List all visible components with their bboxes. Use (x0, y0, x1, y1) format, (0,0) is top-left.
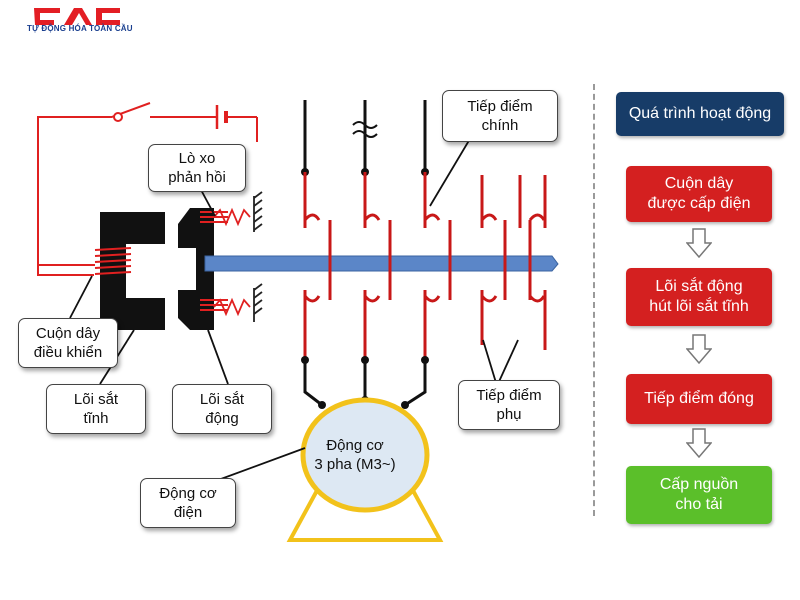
process-step-3: Tiếp điểm đóng (626, 374, 772, 424)
motor (286, 397, 444, 542)
callout-main-contacts: Tiếp điểm chính (442, 90, 558, 142)
arrow-down-icon (686, 428, 712, 458)
arrow-down-icon (686, 228, 712, 258)
process-step-1: Cuộn dây được cấp điện (626, 166, 772, 222)
callout-moving-core: Lõi sắt động (172, 384, 272, 434)
process-step-2: Lõi sắt động hút lõi sắt tĩnh (626, 268, 772, 326)
coil-windings (94, 247, 132, 275)
control-circuit (37, 102, 258, 276)
actuator-bar (204, 255, 559, 272)
process-title: Quá trình hoạt động (616, 92, 784, 136)
return-spring (213, 191, 263, 322)
gac-logo (34, 8, 120, 25)
callout-coil: Cuộn dây điều khiển (18, 318, 118, 368)
callout-aux-contacts: Tiếp điểm phụ (458, 380, 560, 430)
motor-label: Động cơ 3 pha (M3~) (314, 437, 396, 473)
callout-motor: Động cơ điện (140, 478, 236, 528)
fixed-core (100, 212, 165, 330)
main-contacts (301, 100, 452, 409)
logo-tagline: TỰ ĐỘNG HÓA TOÀN CẦU (27, 24, 133, 33)
process-step-4: Cấp nguồn cho tải (626, 466, 772, 524)
callout-spring: Lò xo phản hồi (148, 144, 246, 192)
section-divider (593, 84, 595, 516)
aux-contacts (480, 175, 547, 350)
arrow-down-icon (686, 334, 712, 364)
callout-fixed-core: Lõi sắt tĩnh (46, 384, 146, 434)
